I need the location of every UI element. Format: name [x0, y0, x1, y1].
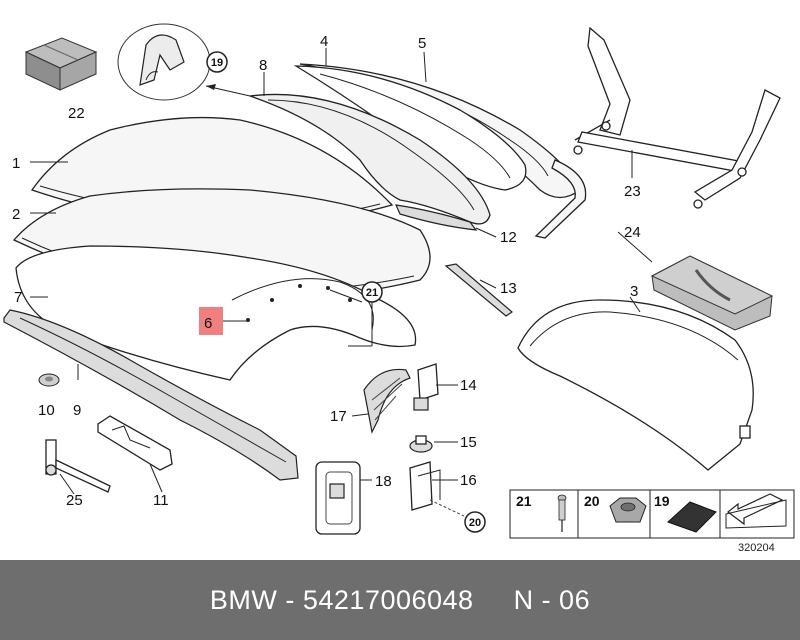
label-part-1: 1: [12, 155, 20, 172]
footer-part-number: BMW - 54217006048 N - 06: [209, 584, 591, 615]
part-18-panel: [315, 461, 361, 535]
legend-table: 21 20 19: [509, 489, 795, 539]
label-part-12: 12: [500, 229, 517, 246]
part-15-pin: [409, 435, 433, 453]
circled-label-21: 21: [361, 281, 383, 303]
part-8-seal-frame: [249, 93, 491, 225]
part-11-bracket: [97, 415, 173, 471]
nut-icon: [609, 497, 647, 523]
label-part-11: 11: [153, 492, 169, 509]
label-part-18: 18: [375, 473, 392, 490]
part-17-grille: [363, 368, 411, 434]
label-part-10: 10: [38, 402, 55, 419]
label-part-21: 21: [366, 287, 378, 299]
circled-label-20: 20: [464, 511, 486, 533]
label-part-20: 20: [469, 517, 481, 529]
circled-label-19: 19: [206, 51, 228, 73]
part-13-strip: [444, 263, 513, 317]
leader-lines: [30, 48, 653, 495]
label-part-2: 2: [12, 206, 20, 223]
parts-diagram: 1 2 3 4 5 6 7 8 9 10 11 12 13 14 15 16 1…: [3, 23, 795, 554]
legend-label-21: 21: [516, 493, 532, 509]
label-part-19: 19: [211, 57, 223, 69]
part-5-seal-end: [534, 159, 587, 239]
label-part-16: 16: [460, 472, 477, 489]
part-24-bag: [650, 255, 774, 331]
part-9-strip: [3, 309, 299, 481]
rivet-icon: [557, 494, 567, 532]
label-part-25: 25: [66, 492, 83, 509]
label-part-4: 4: [320, 33, 328, 50]
part-23-frame: [573, 26, 781, 209]
label-part-5: 5: [418, 35, 426, 52]
label-part-9: 9: [73, 402, 81, 419]
seal-detail-inset: [117, 23, 251, 101]
label-part-3: 3: [630, 283, 638, 300]
pad-icon: [667, 501, 717, 533]
part-14-latch: [413, 363, 439, 411]
label-part-6: 6: [204, 315, 212, 332]
catalog-code: 320204: [738, 542, 775, 554]
arrow-symbol-icon: [725, 493, 787, 529]
label-part-14: 14: [460, 377, 477, 394]
label-part-17: 17: [330, 408, 347, 425]
part-10-clip: [38, 373, 60, 387]
part-25-bracket: [45, 439, 111, 493]
part-12-strip: [395, 204, 478, 231]
part-16-hinge: [409, 461, 465, 517]
label-part-7: 7: [14, 289, 22, 306]
label-part-15: 15: [460, 434, 477, 451]
label-part-24: 24: [624, 224, 641, 241]
highlight-box: [199, 307, 223, 335]
label-part-22: 22: [68, 105, 85, 122]
legend-label-20: 20: [584, 493, 600, 509]
label-part-8: 8: [259, 57, 267, 74]
legend-label-19: 19: [654, 493, 670, 509]
part-3-tray: [517, 299, 754, 471]
label-part-23: 23: [624, 183, 641, 200]
label-part-13: 13: [500, 280, 517, 297]
part-22-box: [24, 37, 98, 91]
footer-bar: BMW - 54217006048 N - 06: [0, 560, 800, 640]
